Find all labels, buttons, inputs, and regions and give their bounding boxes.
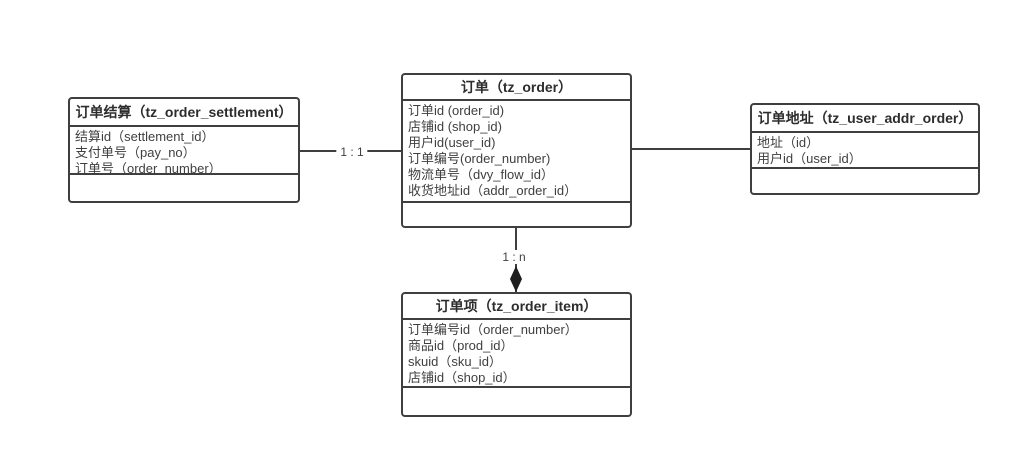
entity-order[interactable]: 订单（tz_order） 订单id (order_id) 店铺id (shop_…	[401, 73, 632, 228]
entity-field: 店铺id（shop_id）	[408, 370, 516, 385]
entity-field: 结算id（settlement_id）	[75, 129, 215, 144]
entity-order-settlement[interactable]: 订单结算（tz_order_settlement） 结算id（settlemen…	[68, 97, 300, 203]
entity-order-settlement-title: 订单结算（tz_order_settlement）	[70, 99, 298, 127]
entity-field: 用户id（user_id）	[757, 151, 862, 166]
entity-order-settlement-fields: 结算id（settlement_id） 支付单号（pay_no） 订单号（ord…	[70, 127, 298, 175]
entity-order-address-fields: 地址（id） 用户id（user_id）	[752, 133, 978, 169]
entity-field: 订单号（order_number）	[75, 161, 222, 175]
entity-order-title: 订单（tz_order）	[403, 75, 630, 101]
entity-field: 店铺id (shop_id)	[408, 119, 502, 134]
entity-order-fields: 订单id (order_id) 店铺id (shop_id) 用户id(user…	[403, 101, 630, 203]
diamond-arrowhead-icon	[510, 266, 522, 292]
entity-field: 订单编号(order_number)	[408, 151, 551, 166]
entity-order-item-fields: 订单编号id（order_number） 商品id（prod_id） skuid…	[403, 320, 630, 388]
entity-order-item[interactable]: 订单项（tz_order_item） 订单编号id（order_number） …	[401, 292, 632, 417]
edge-label-settlement-order: 1 : 1	[336, 145, 368, 159]
entity-empty-section	[403, 388, 630, 415]
entity-field: 订单id (order_id)	[408, 103, 505, 118]
entity-field: 订单编号id（order_number）	[408, 322, 578, 337]
entity-field: 支付单号（pay_no）	[75, 145, 196, 160]
entity-empty-section	[752, 169, 978, 193]
entity-empty-section	[70, 175, 298, 201]
entity-field: 商品id（prod_id）	[408, 338, 514, 353]
edge-order-address[interactable]	[631, 148, 750, 150]
entity-field: 用户id(user_id)	[408, 135, 496, 150]
entity-field: 物流单号（dvy_flow_id）	[408, 167, 554, 182]
edge-label-order-item: 1 : n	[498, 250, 530, 264]
entity-order-address[interactable]: 订单地址（tz_user_addr_order） 地址（id） 用户id（use…	[750, 103, 980, 195]
entity-field: 收货地址id（addr_order_id）	[408, 183, 578, 198]
entity-field: skuid（sku_id）	[408, 354, 502, 369]
entity-empty-section	[403, 203, 630, 226]
entity-order-item-title: 订单项（tz_order_item）	[403, 294, 630, 320]
entity-field: 地址（id）	[757, 135, 820, 150]
entity-order-address-title: 订单地址（tz_user_addr_order）	[752, 105, 978, 133]
